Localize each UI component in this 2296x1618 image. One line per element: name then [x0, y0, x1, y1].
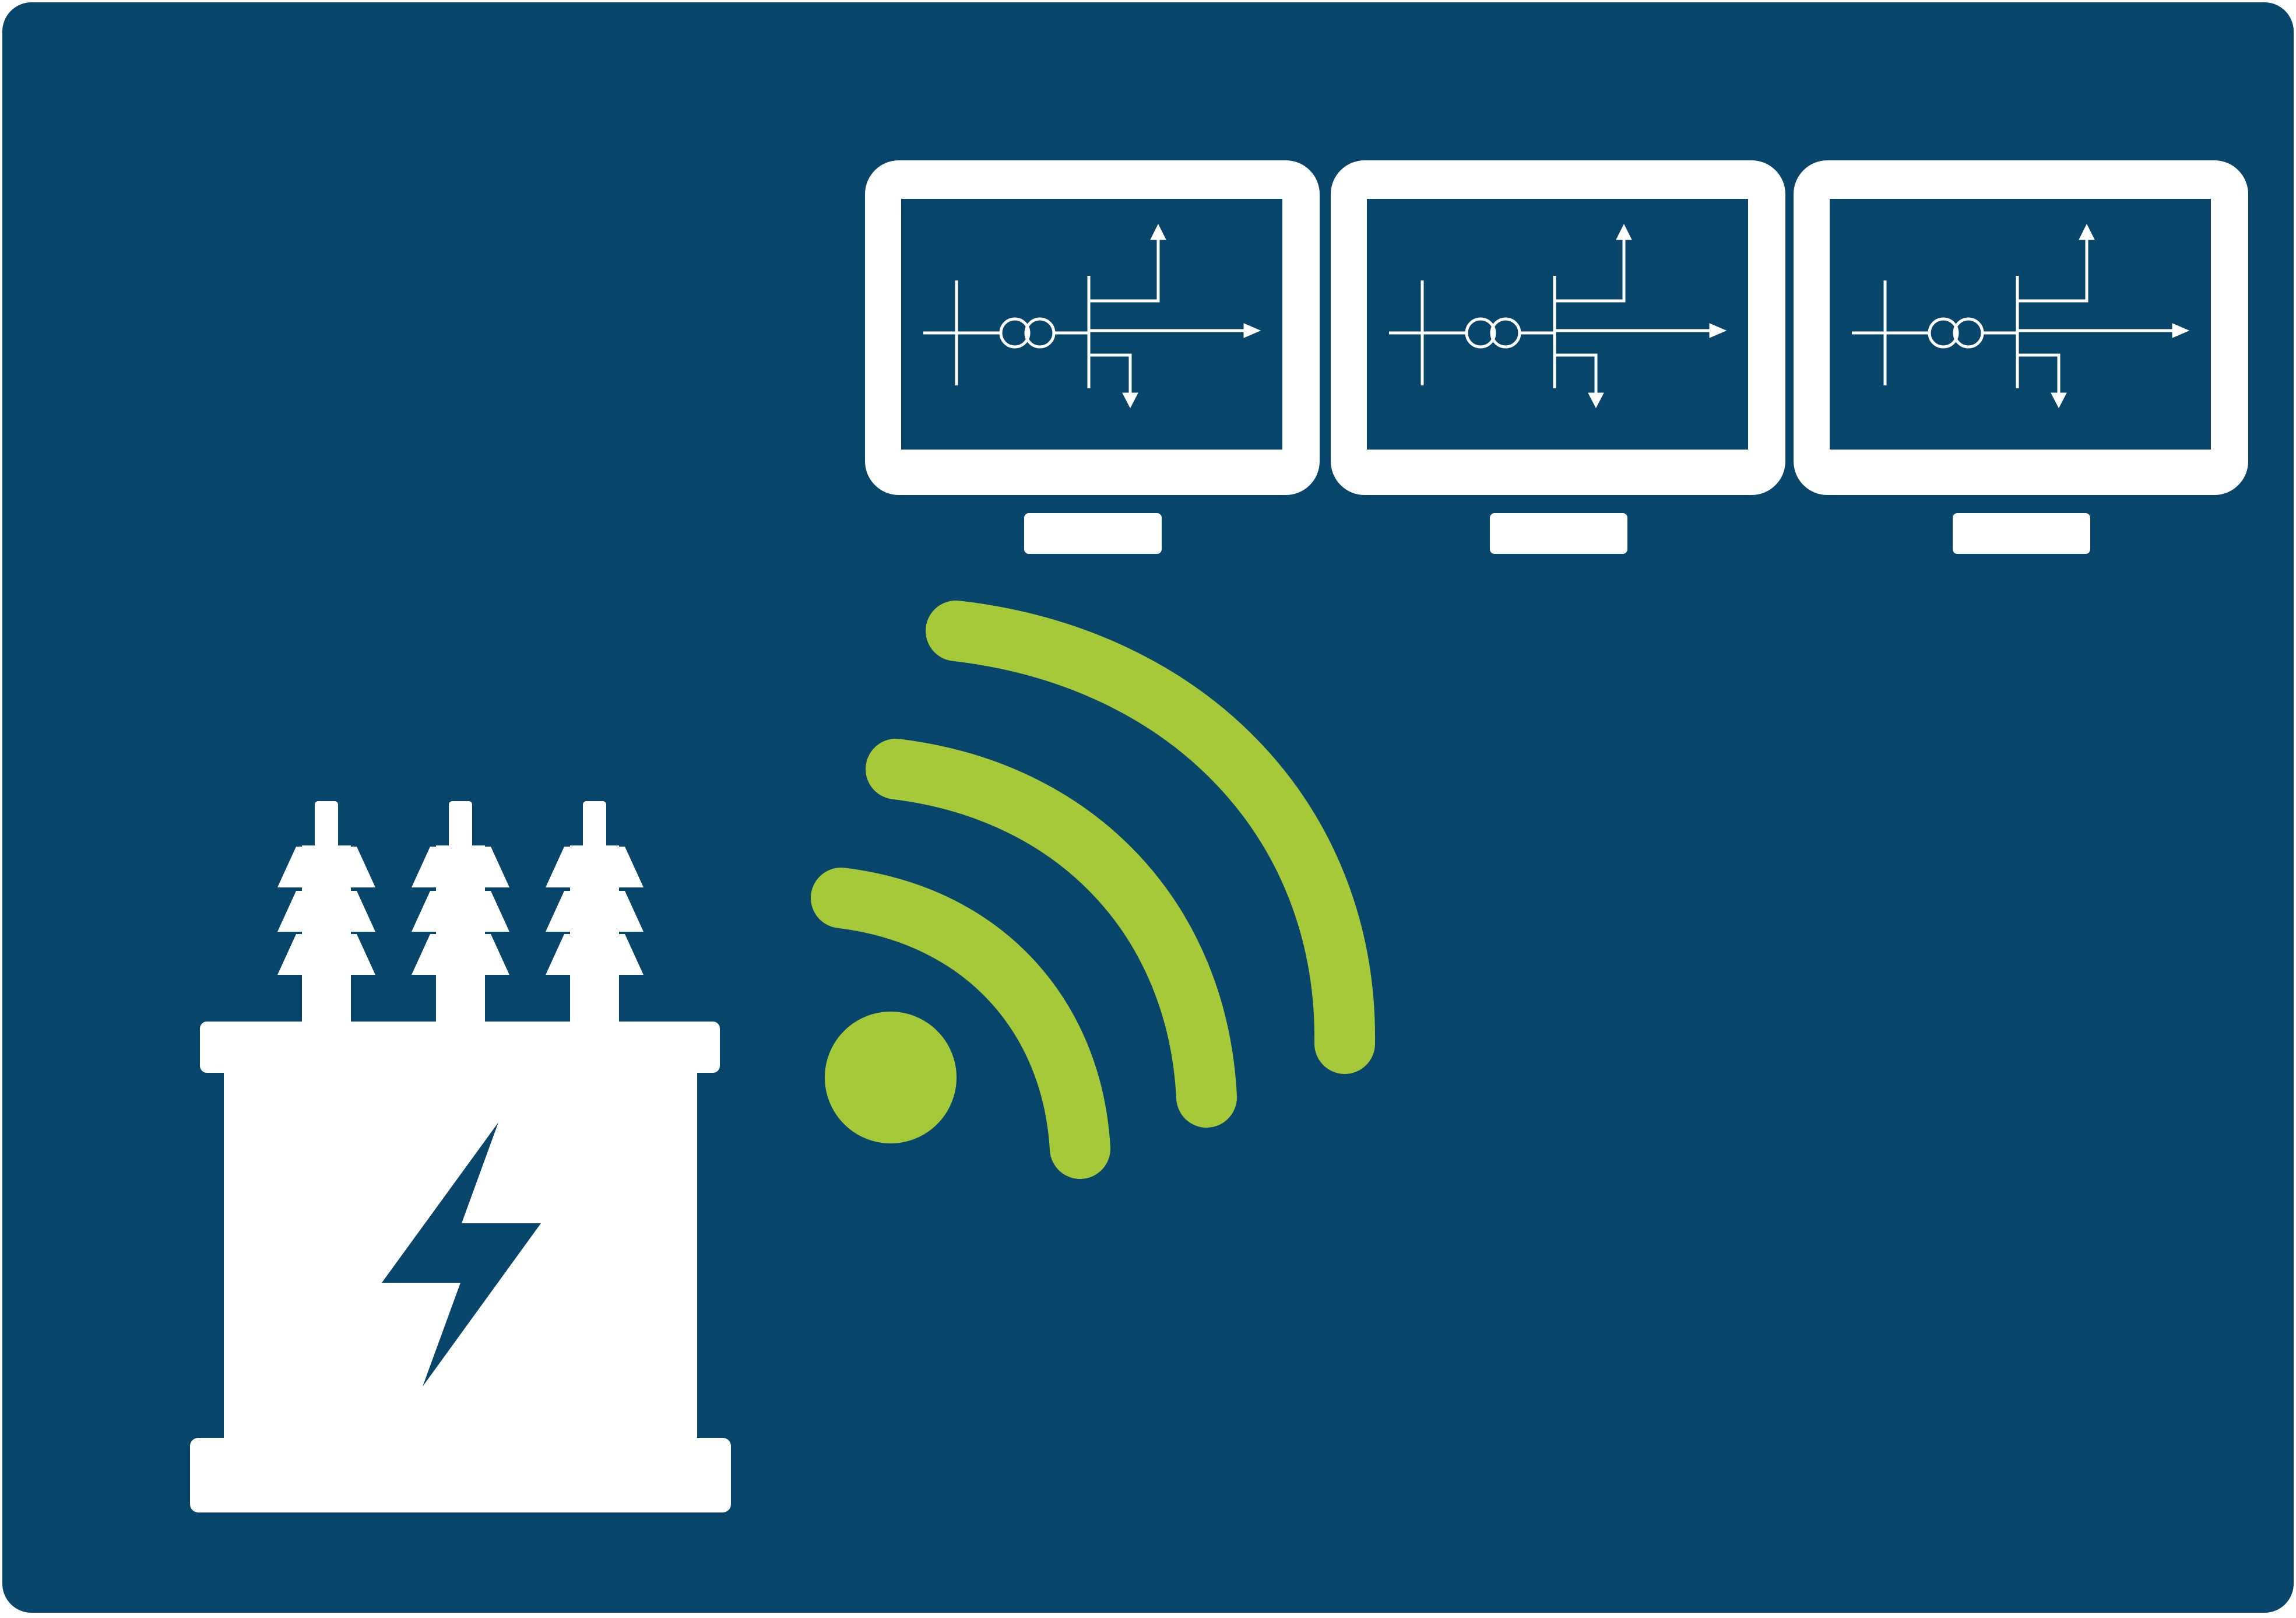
- monitor-stand: [1490, 513, 1627, 554]
- monitor-icon: [1794, 160, 2248, 554]
- bushing-group: [277, 801, 644, 1023]
- signal-source-dot: [825, 1012, 957, 1143]
- wireless-signal-icon: [811, 601, 1376, 1179]
- monitor-screen: [1830, 199, 2211, 450]
- lightning-bolt-icon: [382, 1122, 541, 1387]
- monitor-group: [865, 160, 2248, 554]
- monitor-screen: [901, 199, 1282, 450]
- monitor-icon: [1331, 160, 1785, 554]
- monitor-stand: [1953, 513, 2090, 554]
- monitor-icon: [865, 160, 1320, 554]
- bushing-icon: [277, 801, 375, 1023]
- signal-arc-large: [926, 601, 1376, 1074]
- bushing-icon: [546, 801, 644, 1023]
- bushing-icon: [412, 801, 509, 1023]
- transformer-base: [190, 1438, 731, 1512]
- monitor-stand: [1024, 513, 1162, 554]
- transformer-lid: [200, 1022, 720, 1073]
- monitor-screen: [1367, 199, 1748, 450]
- power-transformer-icon: [190, 801, 731, 1512]
- signal-arc-medium: [866, 739, 1237, 1128]
- signal-arc-small: [811, 868, 1110, 1179]
